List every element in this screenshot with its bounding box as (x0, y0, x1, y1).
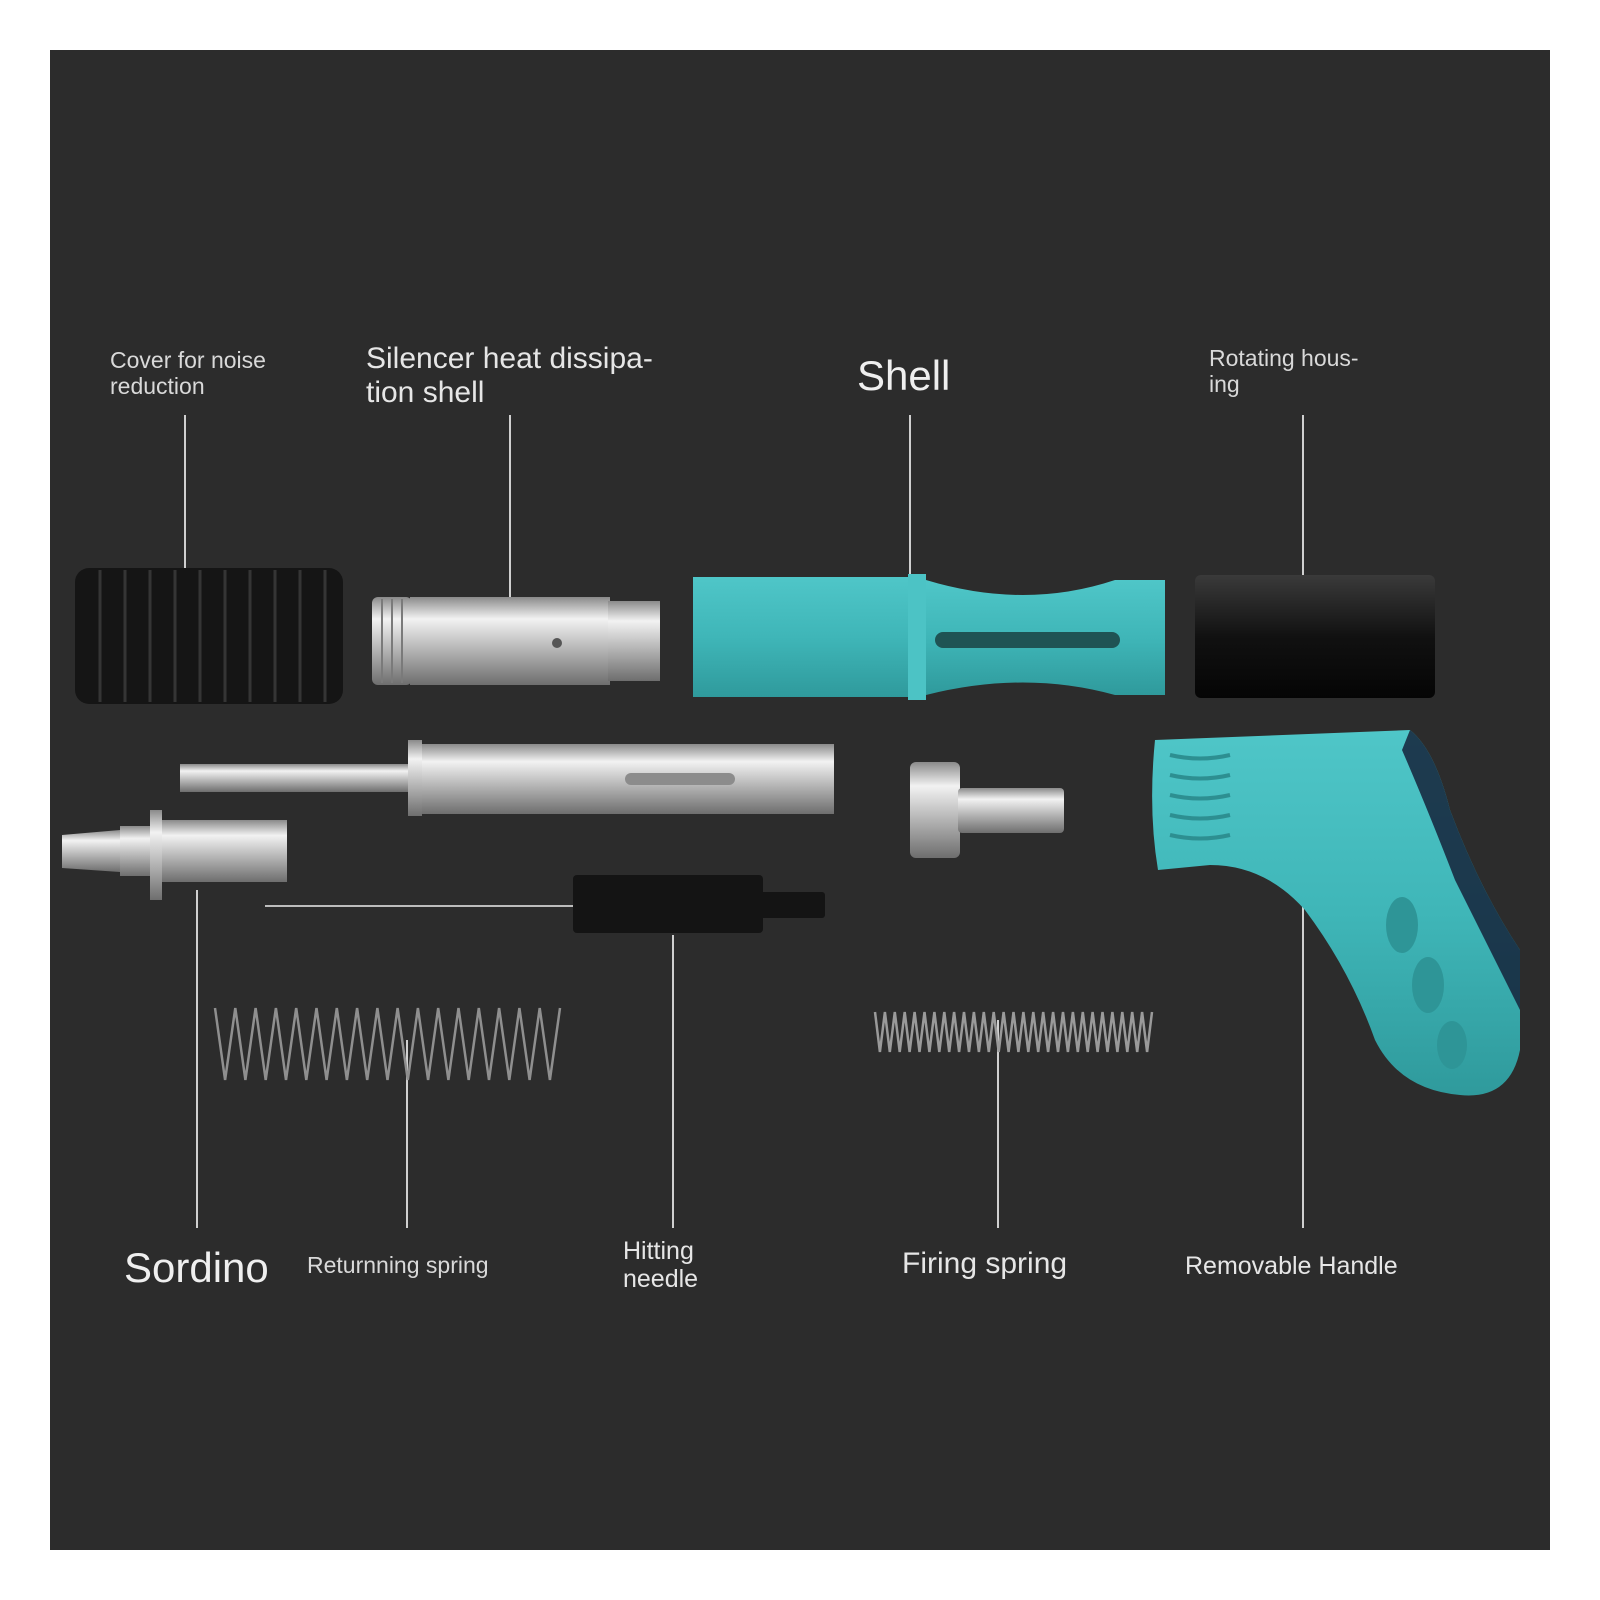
noise-cover-part (75, 568, 343, 704)
label-cover-noise-reduction: Cover for noise reduction (110, 347, 266, 399)
label-shell: Shell (857, 352, 951, 399)
label-firing-spring: Firing spring (902, 1247, 1068, 1280)
rotating-housing-part (1195, 575, 1435, 698)
fitting-part (910, 762, 1064, 858)
silencer-shell-part (372, 597, 660, 685)
label-silencer-shell: Silencer heat dissipa- tion shell (366, 342, 653, 409)
barrel-part (180, 740, 834, 816)
hitting-needle-part (265, 875, 825, 933)
diagram-panel: Cover for noise reduction Silencer heat … (50, 50, 1550, 1550)
shell-part (693, 574, 1165, 700)
label-returning-spring: Returnning spring (307, 1252, 489, 1278)
label-sordino: Sordino (124, 1244, 269, 1291)
sordino-part (62, 810, 287, 900)
label-removable-handle: Removable Handle (1185, 1252, 1398, 1280)
exploded-view-art (62, 415, 1520, 1228)
firing-spring-part (873, 1011, 1154, 1053)
returning-spring-part (213, 1007, 562, 1081)
label-hitting-needle: Hitting needle (623, 1237, 699, 1293)
label-rotating-housing: Rotating hous- ing (1209, 345, 1359, 397)
leader-lines (184, 415, 1304, 1228)
removable-handle-part (1152, 730, 1520, 1096)
